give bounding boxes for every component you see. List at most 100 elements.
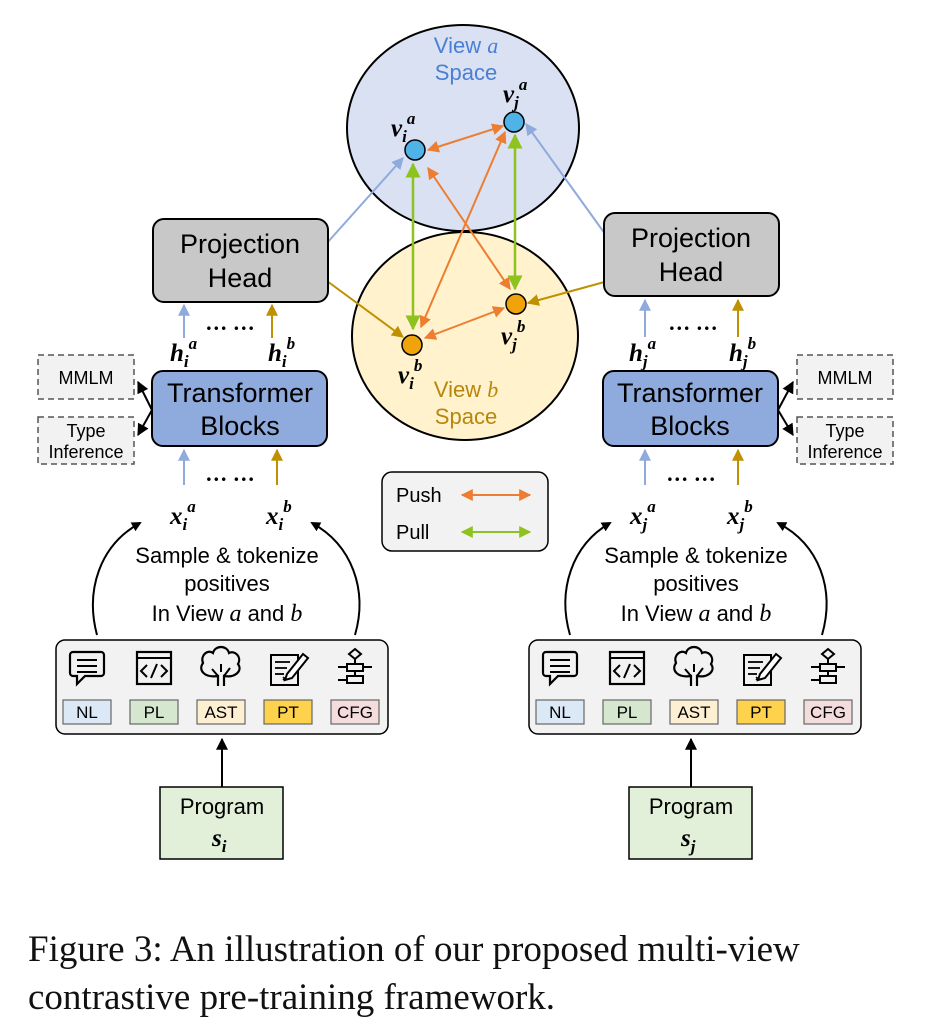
- view-tag-label-cfg: CFG: [337, 703, 373, 722]
- curve-arrow-right-a: [564, 521, 612, 636]
- label-hj-a: hja: [629, 334, 657, 371]
- pencil-doc-icon: [270, 652, 310, 686]
- view-tag-label-nl: NL: [76, 703, 98, 722]
- view-tag-cfg: [330, 699, 380, 725]
- transformer-left-line1: Transformer: [167, 378, 313, 408]
- view-tag-cfg: [803, 699, 853, 725]
- proj-right-to-vj-b: [526, 280, 609, 306]
- view-tag-label-nl: NL: [549, 703, 571, 722]
- program-left-label: Program: [180, 794, 264, 819]
- task-type-inference-right: [796, 416, 894, 465]
- curve-arrow-left-b: [310, 522, 361, 636]
- curve-arrow-right-b: [776, 522, 828, 636]
- program-right-label: Program: [649, 794, 733, 819]
- view-tag-pt: [736, 699, 786, 725]
- label-hi-a: hia: [170, 334, 198, 371]
- task-mmlm-right: [796, 354, 894, 400]
- sample-right-line2: positives: [653, 571, 739, 596]
- view-tag-label-pt: PT: [750, 703, 772, 722]
- figure-caption: Figure 3: An illustration of our propose…: [28, 929, 800, 1018]
- view-tag-label-ast: AST: [204, 703, 237, 722]
- speech-bubble-icon: [541, 650, 579, 687]
- projection-head-left-line2: Head: [208, 263, 273, 293]
- tree-icon: [673, 645, 714, 686]
- ellipsis-top-right: … …: [668, 310, 718, 335]
- arrow-to-type-left: [137, 409, 153, 437]
- push-arrow-vi-b-vj-b: [423, 306, 506, 340]
- label-xi-b: xib: [265, 497, 292, 534]
- label-hi-b: hib: [268, 334, 295, 371]
- view-tag-label-pl: PL: [617, 703, 638, 722]
- flowchart-icon: [338, 647, 372, 684]
- node-vi-a: [404, 139, 426, 161]
- code-window-icon: [608, 650, 646, 686]
- view-a-title: View a: [434, 33, 498, 58]
- task-type-inference-left: [37, 416, 135, 465]
- label-vi-a: via: [391, 109, 416, 146]
- ellipsis-bottom-left: … …: [205, 461, 255, 486]
- curve-arrow-left-a: [92, 522, 142, 636]
- tree-icon: [200, 645, 241, 686]
- push-arrow-vj-a-vi-b: [419, 130, 507, 329]
- proj-left-to-vi-a: [326, 157, 404, 244]
- task-mmlm-left-label: MMLM: [59, 368, 114, 388]
- code-window-icon: [135, 650, 173, 686]
- label-vi-b: vib: [398, 356, 422, 393]
- speech-bubble-icon: [68, 650, 106, 687]
- program-left-symbol: si: [211, 825, 227, 856]
- sample-left-line2: positives: [184, 571, 270, 596]
- view-tag-label-pt: PT: [277, 703, 299, 722]
- view-tag-pl: [129, 699, 179, 725]
- arrow-to-mmlm-left: [137, 380, 153, 411]
- view-tag-pl: [602, 699, 652, 725]
- task-type-left-line2: Inference: [48, 442, 123, 462]
- program-box-right: [628, 786, 753, 860]
- ellipsis-top-left: … …: [205, 310, 255, 335]
- view-a-space-label: Space: [435, 60, 497, 85]
- transformer-right-line2: Blocks: [650, 411, 730, 441]
- view-tag-nl: [535, 699, 585, 725]
- transformer-left-line2: Blocks: [200, 411, 280, 441]
- label-vj-a: vja: [503, 75, 528, 112]
- flowchart-icon: [811, 647, 845, 684]
- proj-left-to-vi-b: [326, 280, 404, 338]
- sample-right-line3: In View a and b: [621, 601, 772, 627]
- ellipsis-bottom-right: … …: [666, 461, 716, 486]
- program-right-symbol: sj: [680, 825, 696, 856]
- arrow-to-mmlm-right: [777, 380, 794, 411]
- node-vi-b: [401, 334, 423, 356]
- task-mmlm-right-label: MMLM: [818, 368, 873, 388]
- task-type-right-line1: Type: [825, 421, 864, 441]
- view-tag-label-cfg: CFG: [810, 703, 846, 722]
- legend-push-label: Push: [396, 485, 442, 507]
- view-tag-ast: [669, 699, 719, 725]
- task-type-right-line2: Inference: [807, 442, 882, 462]
- view-tag-label-pl: PL: [144, 703, 165, 722]
- node-vj-b: [505, 293, 527, 315]
- node-vj-a: [503, 111, 525, 133]
- view-tag-ast: [196, 699, 246, 725]
- sample-right-line1: Sample & tokenize: [604, 543, 787, 568]
- projection-head-right-line2: Head: [659, 257, 724, 287]
- legend-pull-label: Pull: [396, 522, 429, 544]
- arrow-to-type-right: [777, 409, 794, 437]
- view-tag-pt: [263, 699, 313, 725]
- label-xj-a: xja: [629, 497, 656, 534]
- label-xi-a: xia: [169, 497, 196, 534]
- projection-head-right: [603, 212, 780, 297]
- view-b-space-label: Space: [435, 404, 497, 429]
- transformer-right-line1: Transformer: [617, 378, 763, 408]
- label-hj-b: hjb: [729, 334, 756, 371]
- projection-head-left: [152, 218, 329, 303]
- task-type-left-line1: Type: [66, 421, 105, 441]
- pencil-doc-icon: [743, 652, 783, 686]
- label-xj-b: xjb: [726, 497, 753, 534]
- label-vj-b: vjb: [501, 317, 525, 354]
- proj-right-to-vj-a: [525, 123, 609, 239]
- projection-head-right-line1: Projection: [631, 223, 751, 253]
- sample-left-line3: In View a and b: [152, 601, 303, 627]
- task-mmlm-left: [37, 354, 135, 400]
- view-b-title: View b: [434, 377, 498, 402]
